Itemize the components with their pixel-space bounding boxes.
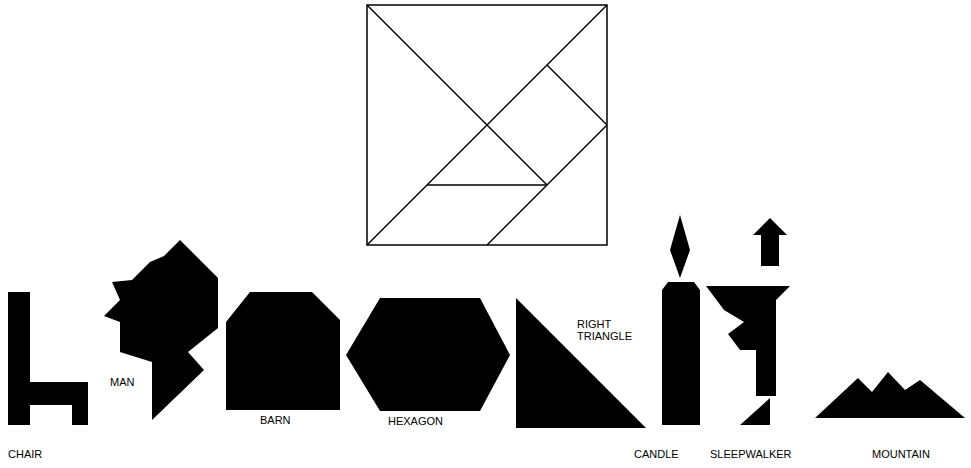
chair-figure — [8, 292, 88, 425]
candle-body — [662, 282, 700, 425]
mountain-figure — [815, 372, 965, 418]
shape-name: MOUNTAIN — [872, 448, 930, 460]
tangram-square — [367, 5, 607, 245]
shape-name: RIGHT TRIANGLE — [577, 318, 632, 342]
hexagon-figure — [346, 298, 510, 411]
candle-flame — [670, 215, 690, 278]
shape-name: MAN — [110, 376, 134, 388]
shape-name: CANDLE — [634, 448, 679, 460]
sleepwalker-head — [753, 218, 787, 266]
shape-name: CHAIR — [8, 448, 42, 460]
sleepwalker-foot — [740, 398, 770, 425]
barn-figure — [226, 292, 340, 410]
sleepwalker-body — [706, 286, 790, 396]
shape-name: HEXAGON — [388, 415, 443, 427]
man-figure — [104, 240, 218, 420]
shape-name: SLEEPWALKER — [710, 448, 792, 460]
right-triangle-figure — [516, 298, 646, 428]
shape-name: BARN — [260, 414, 291, 426]
